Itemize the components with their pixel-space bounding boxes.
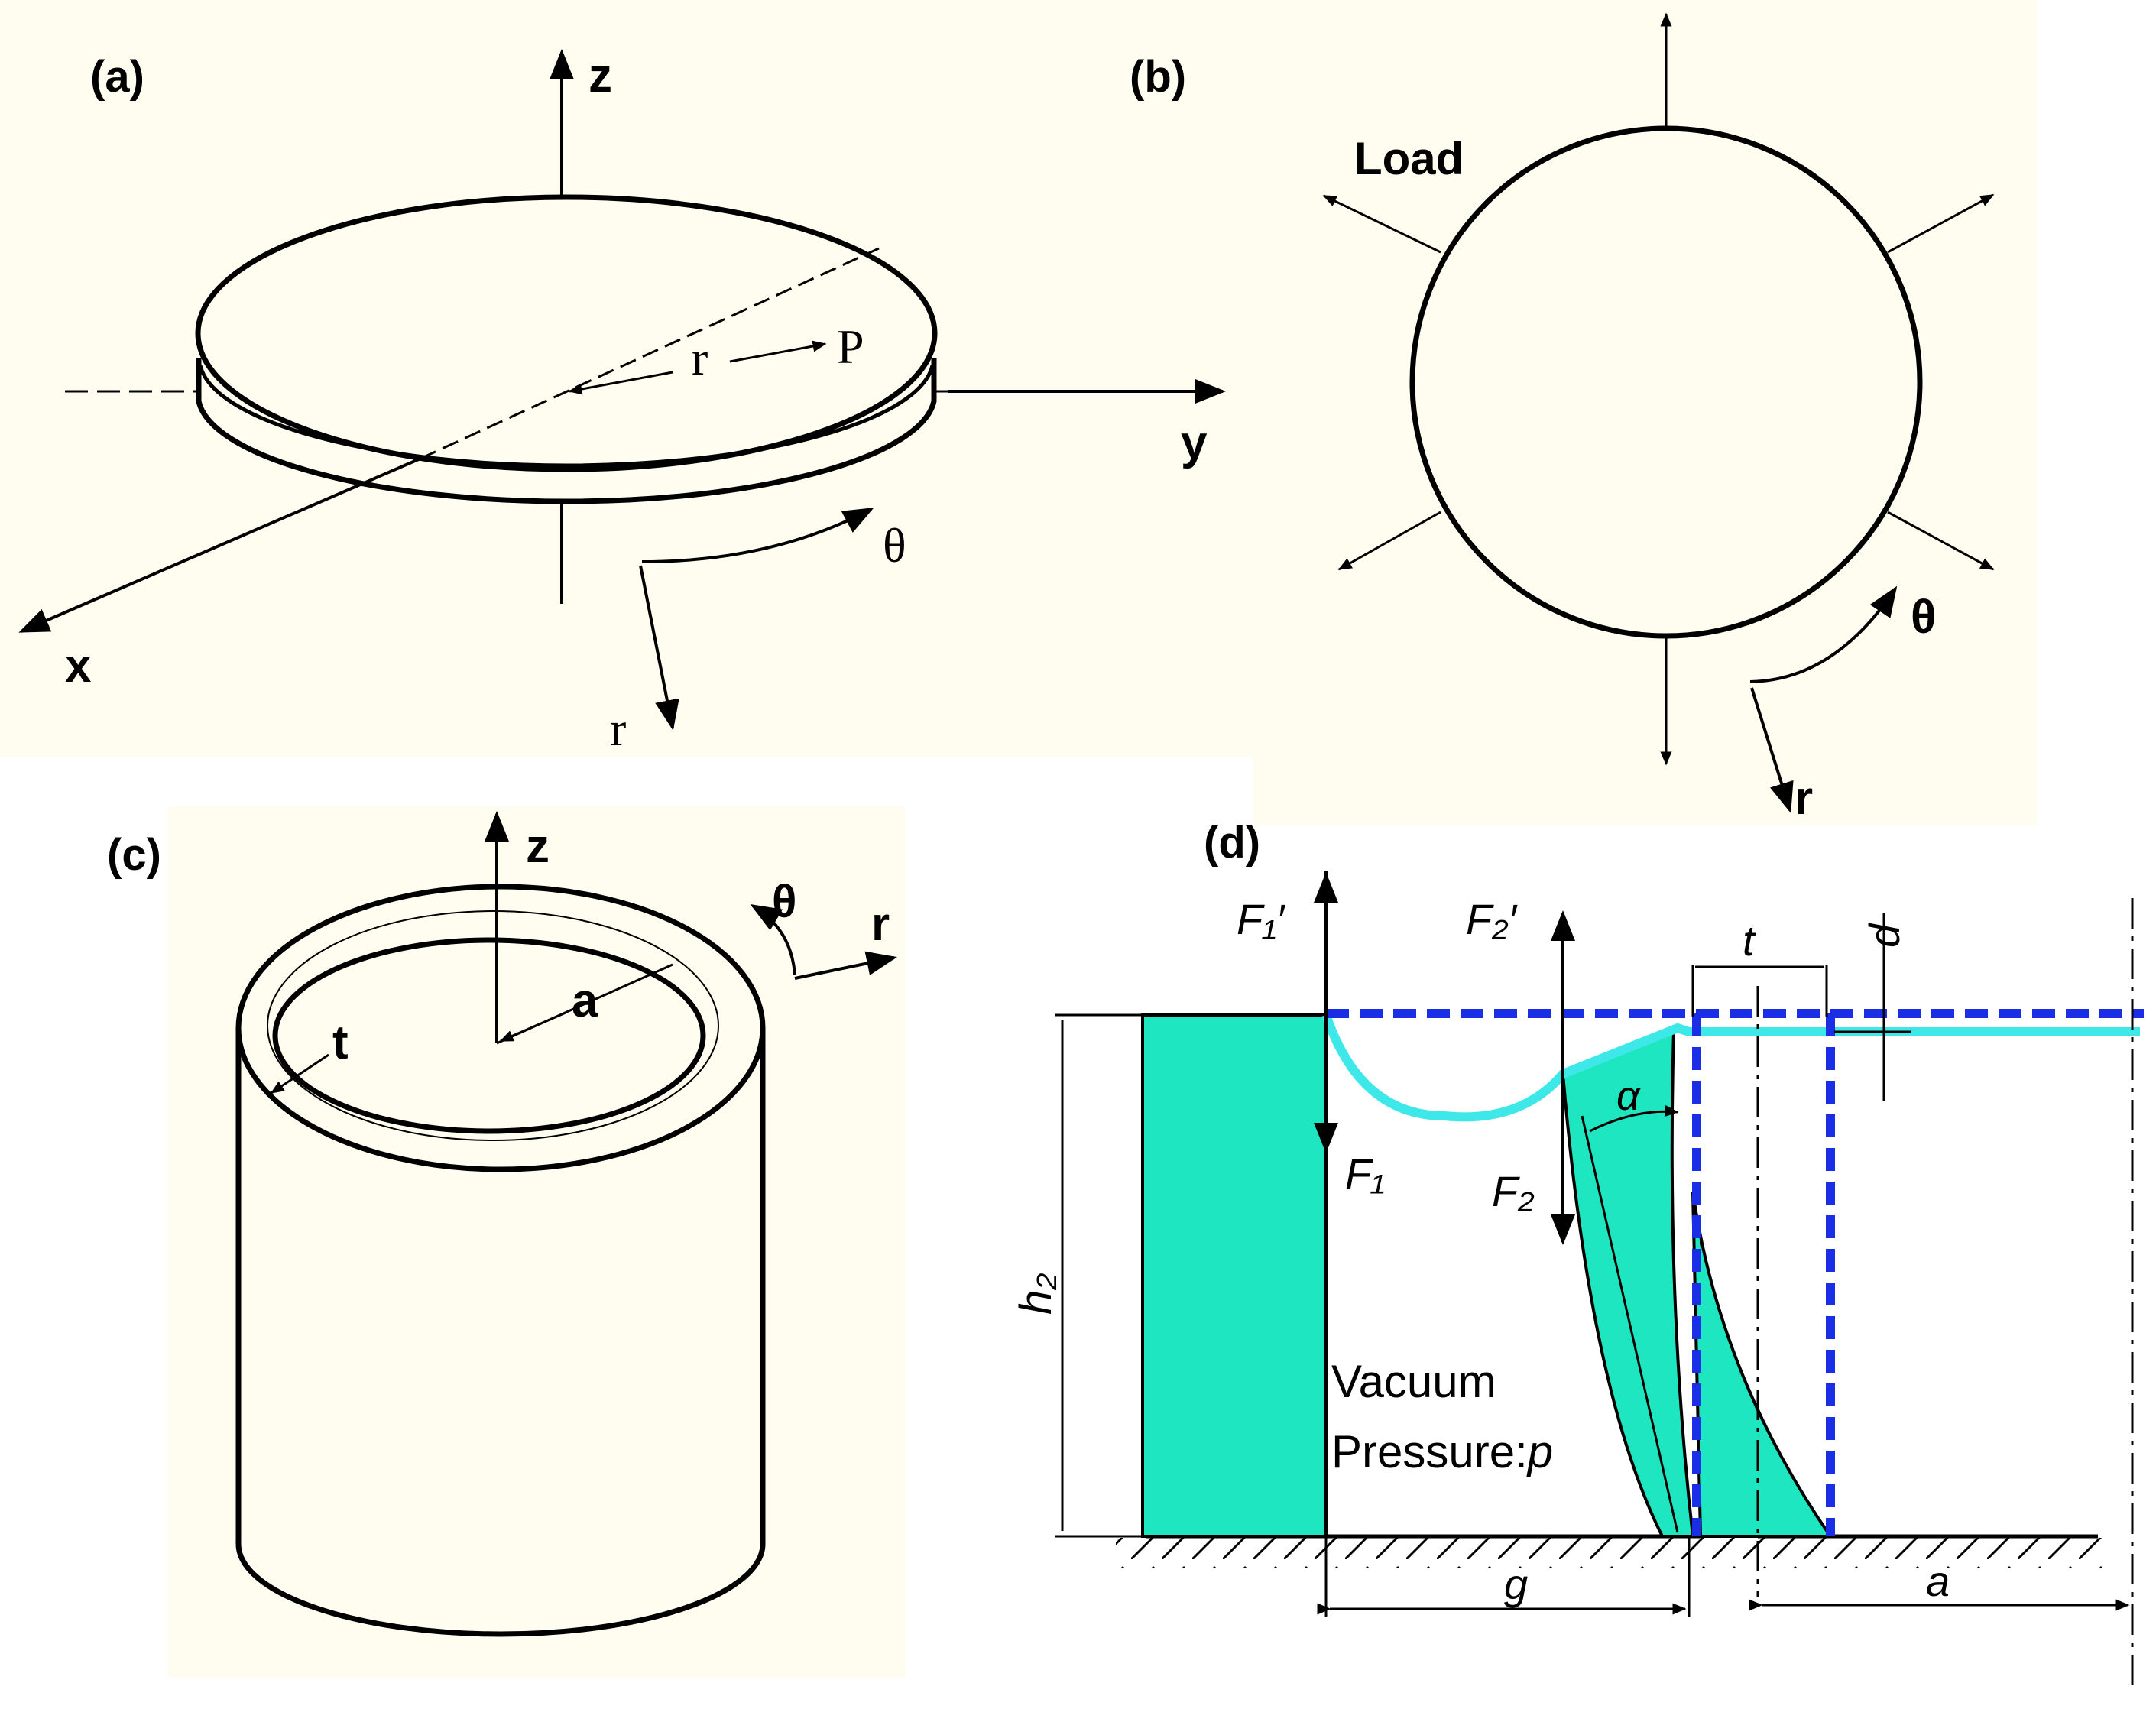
f1-label: F₁ [1345, 1150, 1385, 1198]
f2-prime-label: F₂′ [1466, 895, 1519, 943]
theta-label: θ [883, 518, 906, 572]
cylinder-mid-surface [267, 910, 719, 1141]
theta-arrow [641, 508, 874, 563]
panel-a-label: (a) [90, 52, 144, 102]
d-label: d [1860, 923, 1908, 948]
point-p-label: P [837, 319, 864, 374]
panel-c-label: (c) [107, 830, 161, 880]
radius-r-label: r [692, 331, 708, 385]
theta-label-b: θ [1911, 591, 1937, 644]
load-arrow-lower-right [1887, 511, 1995, 571]
t-label: t [1743, 916, 1756, 965]
load-label: Load [1354, 133, 1464, 184]
panel-b: (b) Load θ r [1130, 0, 2037, 825]
axis-x-label: x [65, 640, 92, 692]
thickness-label: t [332, 1017, 349, 1069]
r-direction-label-b: r [1795, 772, 1813, 825]
panel-d-label: (d) [1204, 818, 1260, 867]
axis-z-label-c: z [526, 820, 550, 873]
x-axis-dashed [420, 247, 880, 460]
panel-a: (a) z y x r P θ r [0, 0, 1253, 757]
cylinder-body [235, 1028, 766, 1637]
theta-label-c: θ [772, 876, 796, 927]
disk-top [195, 194, 938, 472]
theta-arrow-b [1749, 585, 1898, 683]
r-direction-label: r [610, 702, 626, 756]
load-arrow-upper-left [1322, 194, 1441, 254]
f1-prime-label: F₁′ [1237, 895, 1286, 943]
membrane-line [1321, 1013, 2140, 1122]
radius-arrow-out [729, 340, 827, 363]
r-direction-arrow [639, 565, 679, 731]
f2-label: F₂ [1492, 1167, 1535, 1215]
radius-a-label: a [572, 975, 598, 1027]
g-label: g [1504, 1560, 1528, 1608]
left-wall-block [1141, 1013, 1328, 1538]
radius-arrow-in [568, 371, 673, 395]
vacuum-label-line1: Vacuum [1331, 1356, 1496, 1407]
a-label: a [1926, 1557, 1950, 1605]
cylinder-top-inner [272, 937, 706, 1134]
panel-d: (d) F₁′ F₂′ F₁ F₂ α [1011, 818, 2144, 1693]
h2-label: h₂ [1011, 1273, 1061, 1315]
r-direction-label-c: r [871, 898, 890, 951]
axis-y-label: y [1181, 417, 1208, 469]
r-direction-arrow-b [1750, 687, 1794, 813]
alpha-label: α [1616, 1073, 1642, 1119]
panel-b-label: (b) [1130, 52, 1186, 102]
ring-circle [1409, 125, 1923, 639]
bent-wall-right [1691, 1192, 1833, 1538]
axis-z-label: z [588, 50, 612, 102]
x-axis [18, 457, 421, 633]
wall-inner-line [1581, 1115, 1679, 1533]
vacuum-label-line2: Pressure:p [1331, 1426, 1553, 1477]
radius-a-arrow [499, 1011, 566, 1043]
thickness-arrow [270, 1053, 329, 1094]
load-arrow-upper-right [1887, 193, 1995, 254]
disk-edge [198, 365, 935, 468]
alpha-arc [1589, 1105, 1679, 1133]
load-arrow-lower-left [1337, 511, 1441, 571]
theta-arrow-c [750, 903, 796, 975]
ground-hatching [1116, 1538, 2102, 1568]
r-direction-arrow-c [794, 951, 897, 980]
panel-c: (c) z a t θ r [107, 806, 906, 1678]
